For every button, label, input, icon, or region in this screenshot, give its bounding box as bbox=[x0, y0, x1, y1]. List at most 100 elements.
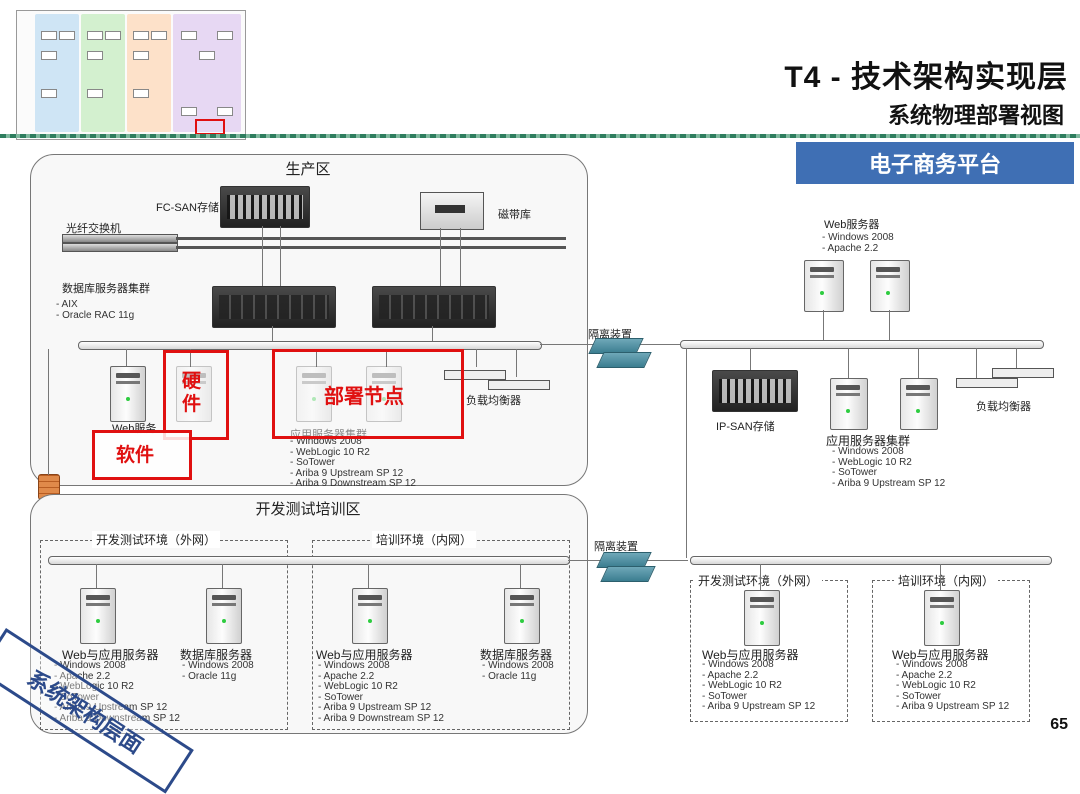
link-line bbox=[918, 348, 919, 378]
link-line bbox=[848, 348, 849, 378]
fcsan-label: FC-SAN存储 bbox=[156, 202, 219, 214]
web-app-server-icon bbox=[924, 590, 960, 646]
db-server-icon bbox=[212, 286, 336, 328]
web-server-icon bbox=[804, 260, 844, 312]
link-line bbox=[316, 349, 317, 367]
thumb-box bbox=[133, 51, 149, 60]
fcsan-storage-icon bbox=[220, 186, 310, 228]
link-line bbox=[96, 564, 97, 588]
web-server-icon bbox=[110, 366, 146, 422]
link-line bbox=[440, 228, 441, 286]
link-line bbox=[222, 564, 223, 588]
app-server-icon bbox=[296, 366, 332, 422]
link-line bbox=[476, 349, 477, 367]
app-server-icon bbox=[830, 378, 868, 430]
link-line bbox=[1016, 348, 1017, 368]
right-dev-env-title: 开发测试环境（外网） bbox=[694, 572, 823, 589]
link-line bbox=[368, 564, 369, 588]
link-line bbox=[750, 348, 751, 370]
link-line bbox=[520, 564, 521, 588]
dev-web-app-label: Web与应用服务器 bbox=[62, 648, 159, 662]
thumb-box bbox=[105, 31, 121, 40]
hardware-label: 硬 件 bbox=[182, 371, 202, 415]
db-server-icon bbox=[372, 286, 496, 328]
thumb-box bbox=[133, 89, 149, 98]
thumb-box bbox=[41, 51, 57, 60]
app-cluster-specs: - Windows 2008 - WebLogic 10 R2 - SoTowe… bbox=[290, 436, 416, 490]
web-app-server-icon bbox=[80, 588, 116, 644]
load-balancer-icon bbox=[956, 378, 1018, 388]
training-env-title: 培训环境（内网） bbox=[372, 531, 477, 548]
app-server-icon bbox=[366, 366, 402, 422]
load-balancer-icon bbox=[444, 370, 506, 380]
page-subtitle: 系统物理部署视图 bbox=[887, 103, 1064, 128]
link-line bbox=[280, 226, 281, 286]
right-train-web-app-label: Web与应用服务器 bbox=[892, 648, 989, 662]
thumb-highlight bbox=[195, 119, 225, 135]
load-balancer-icon bbox=[488, 380, 550, 390]
trunk-line bbox=[686, 348, 687, 558]
thumb-box bbox=[87, 51, 103, 60]
hardware-highlight-box bbox=[163, 350, 229, 440]
right-load-balancer-label: 负载均衡器 bbox=[976, 401, 1031, 413]
right-network-bus bbox=[680, 340, 1044, 349]
right-web-server-label: Web服务器 bbox=[824, 219, 880, 231]
link-line bbox=[386, 349, 387, 367]
thumb-box bbox=[87, 31, 103, 40]
dev-web-app-specs: - Windows 2008 - Apache 2.2 - WebLogic 1… bbox=[54, 660, 180, 724]
dev-db-label: 数据库服务器 bbox=[180, 648, 253, 662]
tape-library-icon bbox=[420, 192, 484, 230]
web-server-icon bbox=[870, 260, 910, 312]
db-server-icon bbox=[504, 588, 540, 644]
production-zone-title: 生产区 bbox=[285, 161, 331, 178]
right-app-cluster-specs: - Windows 2008 - WebLogic 10 R2 - SoTowe… bbox=[832, 446, 946, 489]
link-line bbox=[262, 226, 263, 286]
devtest-network-bus bbox=[48, 556, 570, 565]
thumb-box bbox=[199, 51, 215, 60]
link-line bbox=[823, 310, 824, 340]
platform-banner: 电子商务平台 bbox=[796, 142, 1074, 184]
fiber-switch-icon bbox=[62, 234, 178, 243]
ipsan-storage-icon bbox=[712, 370, 798, 412]
db-cluster-specs: - AIX - Oracle RAC 11g bbox=[56, 299, 135, 321]
web-app-server-icon bbox=[744, 590, 780, 646]
link-line bbox=[516, 349, 517, 377]
thumb-box bbox=[151, 31, 167, 40]
firewall-link bbox=[48, 349, 49, 475]
thumb-box bbox=[217, 31, 233, 40]
train-web-app-specs: - Windows 2008 - Apache 2.2 - WebLogic 1… bbox=[318, 660, 444, 724]
page-number: 65 bbox=[1050, 716, 1068, 733]
db-cluster-label: 数据库服务器集群 bbox=[62, 283, 150, 295]
deploy-node-highlight-box bbox=[272, 349, 464, 439]
train-web-app-label: Web与应用服务器 bbox=[316, 648, 413, 662]
right-devtest-bus bbox=[690, 556, 1052, 565]
san-link bbox=[176, 246, 566, 249]
load-balancer-label: 负载均衡器 bbox=[466, 395, 521, 407]
thumb-box bbox=[181, 31, 197, 40]
hardware-server-icon bbox=[176, 366, 212, 422]
software-label: 软件 bbox=[116, 445, 155, 466]
devtest-zone-title: 开发测试培训区 bbox=[255, 501, 361, 518]
devtest-isolator-label: 隔离装置 bbox=[594, 541, 638, 553]
thumb-box bbox=[217, 107, 233, 116]
isolator-icon bbox=[600, 566, 656, 582]
link-line bbox=[889, 310, 890, 340]
tape-label: 磁带库 bbox=[498, 209, 531, 221]
link-line bbox=[126, 349, 127, 367]
thumb-box bbox=[133, 31, 149, 40]
train-db-specs: - Windows 2008 - Oracle 11g bbox=[482, 660, 554, 682]
right-dev-web-app-label: Web与应用服务器 bbox=[702, 648, 799, 662]
right-train-web-app-specs: - Windows 2008 - Apache 2.2 - WebLogic 1… bbox=[896, 659, 1010, 713]
link-line bbox=[940, 564, 941, 590]
thumb-box bbox=[181, 107, 197, 116]
software-highlight-box bbox=[92, 430, 192, 480]
fiber-switch-icon bbox=[62, 243, 178, 252]
right-training-env-title: 培训环境（内网） bbox=[894, 572, 999, 589]
db-server-icon bbox=[206, 588, 242, 644]
load-balancer-icon bbox=[992, 368, 1054, 378]
overview-thumbnail bbox=[16, 10, 246, 140]
dev-env-title: 开发测试环境（外网） bbox=[92, 531, 221, 548]
link-line bbox=[432, 326, 433, 342]
san-link bbox=[176, 237, 566, 240]
page-title: T4 - 技术架构实现层 bbox=[784, 61, 1068, 94]
